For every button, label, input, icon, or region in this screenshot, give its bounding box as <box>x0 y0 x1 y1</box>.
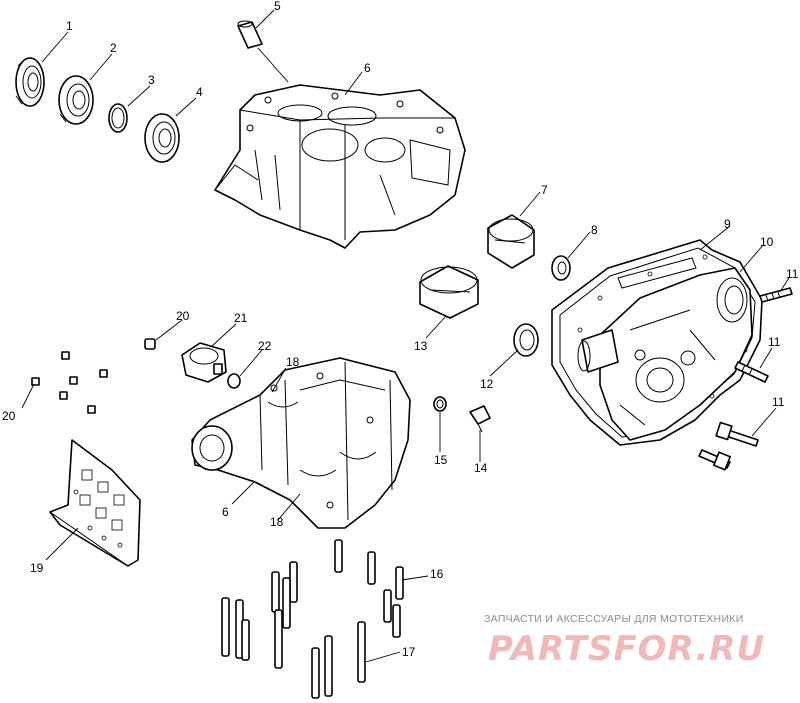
callout-17: 17 <box>402 645 416 659</box>
callout-16: 16 <box>430 567 444 581</box>
plug-20-group <box>31 351 108 414</box>
crankcase-cover-10 <box>577 267 753 441</box>
bolt-11d <box>698 449 731 471</box>
upper-crankcase-6 <box>214 84 466 249</box>
o-ring-22 <box>227 373 241 389</box>
callout-4: 4 <box>196 85 203 99</box>
callout-8: 8 <box>591 223 598 237</box>
baffle-plate-19 <box>49 439 141 567</box>
callout-11-mid: 11 <box>768 335 781 349</box>
callout-7: 7 <box>541 183 548 197</box>
callout-6-lower: 6 <box>222 505 229 519</box>
crankcase-bolts-16-17 <box>221 539 404 699</box>
callout-20-left: 20 <box>2 409 16 423</box>
callout-14: 14 <box>474 461 488 475</box>
o-ring-15 <box>433 396 447 412</box>
watermark-tagline: ЗАПЧАСТИ И АКСЕССУАРЫ ДЛЯ МОТОТЕХНИКИ <box>484 613 744 625</box>
callout-13: 13 <box>414 339 428 353</box>
callout-12: 12 <box>480 377 494 391</box>
bearing-shell-13 <box>419 265 479 319</box>
watermark-logo: PARTSFOR.RU <box>488 629 765 669</box>
callout-10: 10 <box>760 235 774 249</box>
callout-20-top: 20 <box>176 309 190 323</box>
bolt-11c <box>715 421 759 447</box>
bolt-11b <box>734 361 769 383</box>
dowel-pin-5 <box>237 20 263 49</box>
callout-18-lower: 18 <box>270 515 284 529</box>
sensor-21 <box>181 342 227 383</box>
washer-8 <box>551 255 571 281</box>
callout-5: 5 <box>274 0 281 13</box>
plug-20a <box>144 338 156 350</box>
callout-18-upper: 18 <box>286 355 300 369</box>
plug-14 <box>469 405 491 433</box>
callout-22: 22 <box>258 339 272 353</box>
snap-ring-3 <box>108 103 128 133</box>
callout-15: 15 <box>434 453 448 467</box>
callout-11-bottom: 11 <box>772 395 785 409</box>
callout-19: 19 <box>30 561 44 575</box>
bearing-shell-7 <box>487 214 535 269</box>
oil-seal-1 <box>15 57 45 107</box>
callout-1: 1 <box>66 19 73 33</box>
lower-crankcase-6 <box>191 357 411 529</box>
bearing-2 <box>58 75 94 125</box>
watermark: ЗАПЧАСТИ И АКСЕССУАРЫ ДЛЯ МОТОТЕХНИКИ PA… <box>484 613 765 669</box>
callout-9: 9 <box>724 217 731 231</box>
callout-11-top: 11 <box>786 267 799 281</box>
oil-seal-12 <box>513 323 539 357</box>
callout-2: 2 <box>110 41 117 55</box>
callout-3: 3 <box>148 73 155 87</box>
leader-lines <box>21 9 791 663</box>
callout-labels: 1 2 3 4 5 6 7 8 9 10 11 11 11 12 13 14 1… <box>2 0 799 659</box>
callout-6-upper: 6 <box>364 61 371 75</box>
callout-21: 21 <box>234 311 248 325</box>
bolt-11a <box>759 287 793 303</box>
bearing-4 <box>144 113 180 163</box>
